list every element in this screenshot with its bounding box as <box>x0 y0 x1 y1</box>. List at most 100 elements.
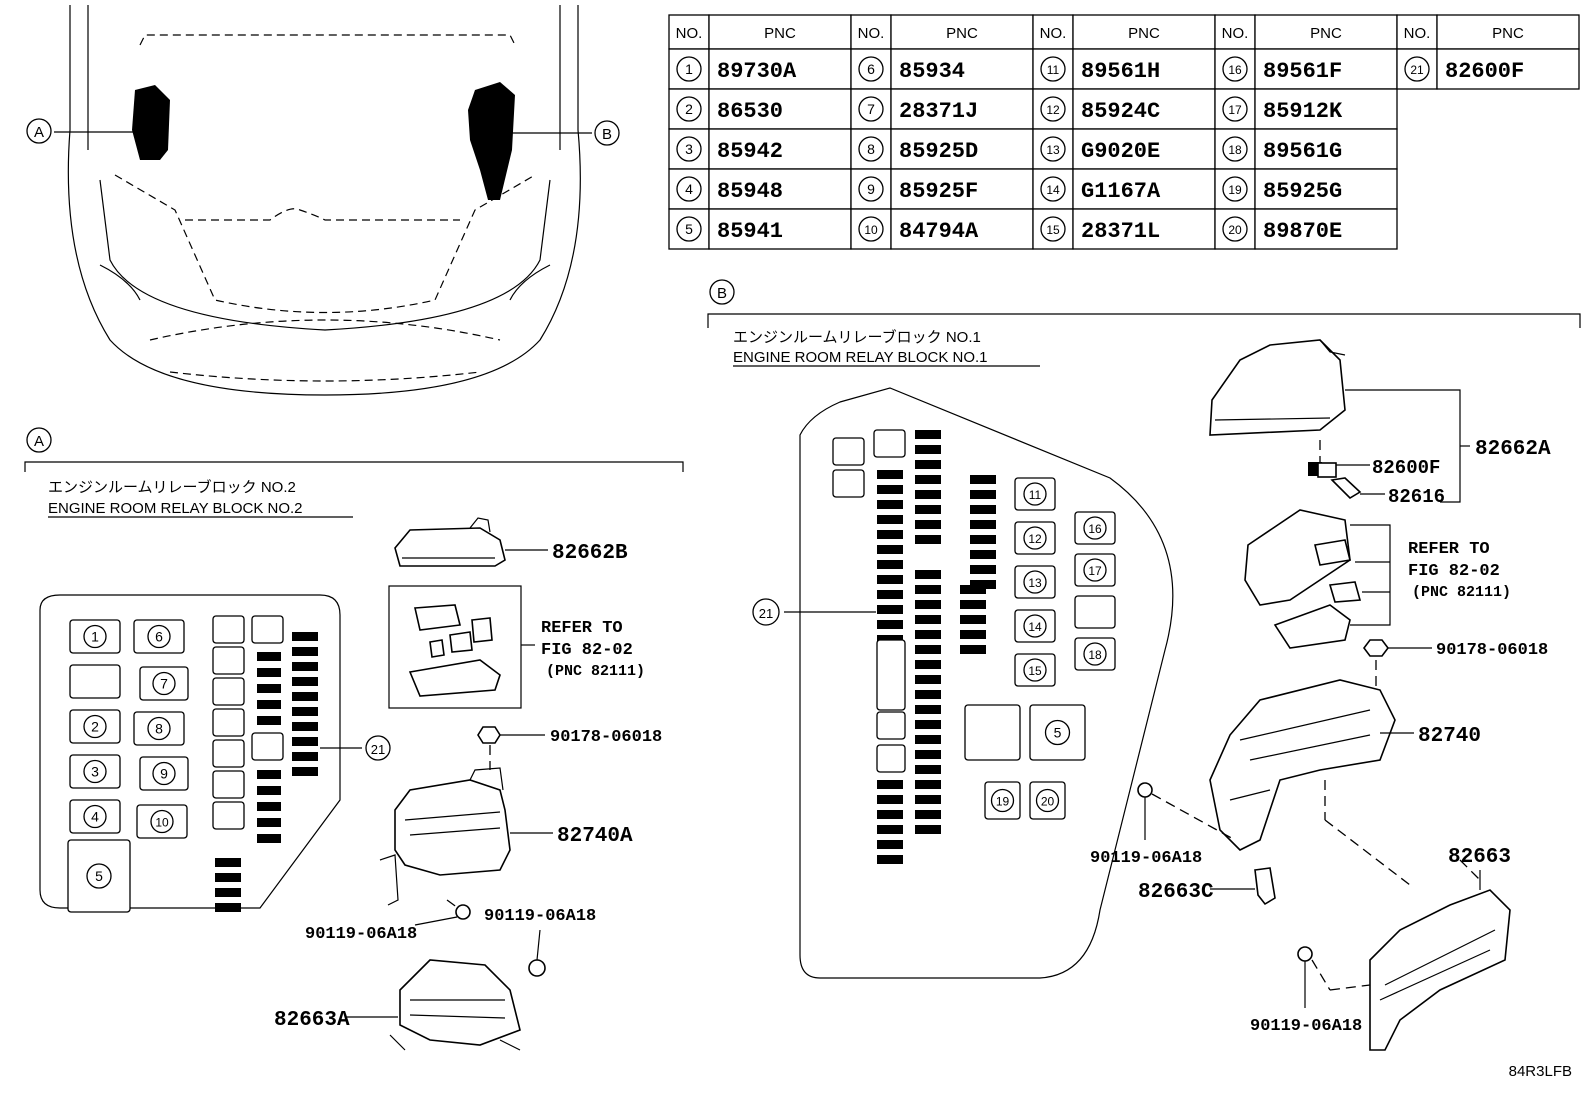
table-header-no-label: NO. <box>1404 25 1431 42</box>
fuse-slot <box>1074 595 1116 629</box>
fuse-slot <box>212 708 245 737</box>
table-row-number-circle <box>676 56 702 82</box>
table-row-number: 10 <box>864 223 878 237</box>
fuse-bar <box>257 786 281 795</box>
fuse-slot <box>964 704 1021 761</box>
table-row-number: 1 <box>685 61 693 77</box>
fuse-bar <box>915 430 941 439</box>
fuse-bar <box>877 500 903 509</box>
table-row-number: 5 <box>685 221 693 237</box>
table-row-number-circle <box>1040 176 1066 202</box>
fuse-bar <box>915 490 941 499</box>
fuse-bar <box>877 590 903 599</box>
refer-a-3: (PNC 82111) <box>546 663 645 680</box>
table-row-number-circle <box>858 136 884 162</box>
fuse-bar <box>915 705 941 714</box>
table-row-number-circle <box>858 96 884 122</box>
label-90119-b-mid: 90119-06A18 <box>1090 849 1202 868</box>
fuse-bar <box>877 530 903 539</box>
fuse-bar <box>915 765 941 774</box>
table-row-number: 3 <box>685 141 693 157</box>
fuse-bar <box>915 585 941 594</box>
fuse-bar <box>292 677 318 686</box>
fuse-slot <box>876 711 906 740</box>
table-cell-pnc <box>1436 48 1580 90</box>
fuse-slot-number-circle <box>147 624 171 649</box>
fuse-slot <box>251 732 284 761</box>
fuse-bar <box>257 818 281 827</box>
table-header-pnc-label: PNC <box>764 25 796 42</box>
section-a-callout-21: 21 <box>371 742 385 757</box>
fuse-bar <box>215 903 241 912</box>
table-row-pnc: 85942 <box>717 139 783 164</box>
fuse-bar <box>970 520 996 529</box>
table-cell-pnc <box>890 168 1034 210</box>
fuse-slot-number-circle <box>150 809 174 834</box>
fuse-slot-number-circle <box>83 804 107 829</box>
fuse-slot-number: 14 <box>1028 620 1042 634</box>
table-row-pnc: 86530 <box>717 99 783 124</box>
fuse-bar <box>960 585 986 594</box>
table-row-number-circle <box>1222 216 1248 242</box>
fuse-bar <box>257 684 281 693</box>
table-row-number: 8 <box>867 141 875 157</box>
fuse-bar <box>970 505 996 514</box>
table-cell-pnc <box>708 128 852 170</box>
fuse-bar <box>915 600 941 609</box>
table-row-number-circle <box>676 96 702 122</box>
fuse-slot-number-circle <box>86 863 112 889</box>
label-82740a: 82740A <box>557 825 633 848</box>
car-marker-a: A <box>34 124 44 141</box>
fuse-slot-number: 16 <box>1088 522 1102 536</box>
fuse-slot-number: 1 <box>91 629 99 645</box>
label-82600f: 82600F <box>1372 457 1440 479</box>
fuse-slot <box>876 744 906 773</box>
table-row-number: 17 <box>1228 103 1242 117</box>
fuse-bar <box>915 445 941 454</box>
fuse-slot-number: 18 <box>1088 648 1102 662</box>
table-row-number-circle <box>858 56 884 82</box>
refer-b-3: (PNC 82111) <box>1412 584 1511 601</box>
fuse-slot-number-circle <box>1035 788 1060 813</box>
table-row-number-circle <box>1040 136 1066 162</box>
table-row-number-circle <box>1040 96 1066 122</box>
fuse-slot <box>832 437 865 466</box>
fuse-slot-number: 7 <box>160 676 168 692</box>
fuse-slot-number-circle <box>1044 719 1071 746</box>
table-header-pnc-label: PNC <box>1492 25 1524 42</box>
label-82662b: 82662B <box>552 542 628 565</box>
fuse-box-contents-a <box>408 604 501 697</box>
table-row-number: 13 <box>1046 143 1060 157</box>
table-row-pnc: 85948 <box>717 179 783 204</box>
table-cell-pnc <box>890 208 1034 250</box>
fuse-bar <box>915 810 941 819</box>
table-row-pnc: 85934 <box>899 59 965 84</box>
fuse-bar <box>292 707 318 716</box>
fuse-bar <box>877 515 903 524</box>
fuse-bar <box>915 795 941 804</box>
label-82663a: 82663A <box>274 1009 350 1032</box>
fuse-slot-number: 10 <box>155 816 169 830</box>
fuse-bar <box>970 490 996 499</box>
table-row-number-circle <box>676 136 702 162</box>
fuse-slot-number: 15 <box>1028 664 1042 678</box>
fuse-slot <box>212 801 245 830</box>
table-row-pnc: 89561H <box>1081 59 1160 84</box>
table-header-no-label: NO. <box>1040 25 1067 42</box>
table-row-number: 14 <box>1046 183 1060 197</box>
fuse-bar <box>915 675 941 684</box>
fuse-slot-number: 8 <box>155 721 163 737</box>
table-cell-pnc <box>708 88 852 130</box>
table-header-pnc <box>1072 14 1216 50</box>
fuse-bar <box>915 660 941 669</box>
fuse-slot-number-circle <box>83 759 107 784</box>
fuse-slot <box>212 739 245 768</box>
fuse-slot <box>212 615 245 644</box>
table-row-number-circle <box>858 216 884 242</box>
table-header-no-label: NO. <box>858 25 885 42</box>
figure-code: 84R3LFB <box>1509 1063 1572 1080</box>
table-row-number: 15 <box>1046 223 1060 237</box>
